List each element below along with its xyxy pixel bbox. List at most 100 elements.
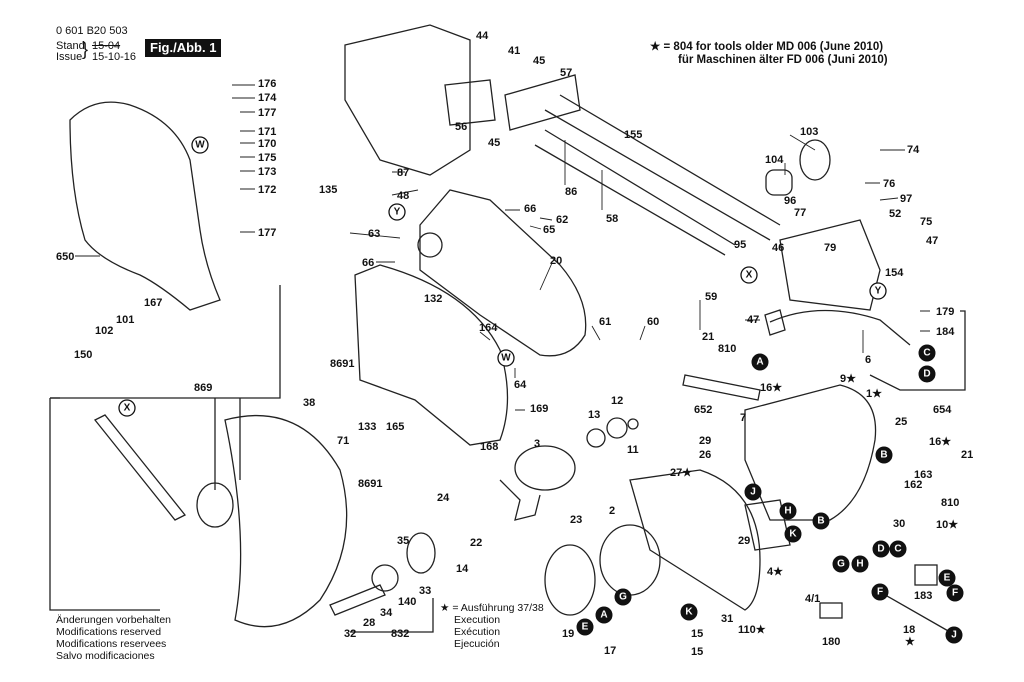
part-label: 22 — [470, 537, 482, 549]
part-label: 97 — [900, 193, 912, 205]
star-icon: ★ — [650, 41, 661, 53]
callout-marker-x: X — [118, 399, 136, 417]
marker-circle — [680, 603, 698, 621]
marker-letter: G — [619, 592, 627, 603]
spring — [799, 139, 831, 181]
part-label: 172 — [258, 184, 276, 196]
marker-letter: F — [877, 587, 883, 598]
marker-circle — [191, 136, 209, 154]
footer-line: Änderungen vorbehalten — [56, 614, 172, 626]
part-label: 52 — [889, 208, 901, 220]
callout-marker-a: A — [595, 606, 613, 624]
callout-marker-f: F — [946, 584, 964, 602]
lever-652 — [682, 374, 761, 401]
part-label: 76 — [883, 178, 895, 190]
part-label: 10★ — [936, 519, 958, 531]
footer-line: Modifications reserved — [56, 626, 162, 638]
note-line-1: = 804 for tools older MD 006 (June 2010) — [663, 41, 884, 53]
marker-letter: D — [923, 369, 930, 380]
marker-circle — [918, 365, 936, 383]
marker-circle — [751, 353, 769, 371]
marker-letter: C — [923, 348, 930, 359]
part-label: 57 — [560, 67, 572, 79]
part-label: 4/1 — [805, 593, 820, 605]
part-label: 64 — [514, 379, 527, 391]
part-label: 7 — [740, 412, 746, 424]
execution-line: ★ = Ausführung 37/38 — [440, 602, 544, 614]
part-label: 44 — [476, 30, 489, 42]
dust-bag — [69, 101, 221, 311]
marker-letter: H — [856, 559, 863, 570]
execution-line: Ejecución — [454, 638, 500, 650]
marker-circle — [851, 555, 869, 573]
part-label: 32 — [344, 628, 356, 640]
marker-letter: Y — [875, 286, 882, 297]
part-label: 66 — [362, 257, 374, 269]
callout-marker-k: K — [784, 525, 802, 543]
lead-18 — [879, 591, 951, 633]
callout-marker-a: A — [751, 353, 769, 371]
marker-circle — [872, 540, 890, 558]
marker-circle — [875, 446, 893, 464]
lower-blade-guard — [224, 414, 348, 628]
part-label: 8691 — [358, 478, 382, 490]
callout-marker-g: G — [614, 588, 632, 606]
marker-letter: W — [501, 353, 511, 364]
marker-circle — [869, 282, 887, 300]
marker-letter: X — [124, 403, 131, 414]
part-label: 28 — [363, 617, 375, 629]
callout-marker-d: D — [918, 365, 936, 383]
marker-circle — [812, 512, 830, 530]
bearing-34 — [371, 564, 399, 592]
part-label: 21 — [702, 331, 714, 343]
part-label: 15 — [691, 646, 703, 658]
rail-bushing — [444, 79, 496, 126]
marker-letter: A — [600, 610, 607, 621]
part-label: 154 — [885, 267, 904, 279]
part-label: 101 — [116, 314, 134, 326]
footer-line: Salvo modificaciones — [56, 650, 155, 662]
motor-housing — [744, 384, 877, 521]
bushing-104 — [765, 169, 793, 196]
part-label: 29 — [699, 435, 711, 447]
callout-marker-g: G — [832, 555, 850, 573]
rail-lower — [534, 129, 736, 256]
part-label: 31 — [721, 613, 733, 625]
callout-marker-j: J — [744, 483, 762, 501]
marker-letter: K — [789, 529, 797, 540]
part-label: 177 — [258, 227, 276, 239]
part-label: 33 — [419, 585, 431, 597]
armature — [514, 445, 576, 491]
marker-letter: C — [894, 544, 901, 555]
callout-marker-j: J — [945, 626, 963, 644]
part-label: 29 — [738, 535, 750, 547]
part-label: 135 — [319, 184, 337, 196]
marker-circle — [779, 502, 797, 520]
marker-letter: H — [784, 506, 791, 517]
marker-letter: K — [685, 607, 693, 618]
part-label: 162 — [904, 479, 922, 491]
marker-circle — [740, 266, 758, 284]
marker-letter: J — [750, 487, 756, 498]
part-label: 46 — [772, 242, 784, 254]
guard-link — [93, 414, 187, 521]
brace: } — [82, 39, 89, 59]
part-label: 4★ — [767, 566, 783, 578]
part-label: 832 — [391, 628, 409, 640]
callout-marker-b: B — [812, 512, 830, 530]
drive-shaft — [329, 584, 386, 616]
part-label: 9★ — [840, 373, 856, 385]
part-label: 47 — [926, 235, 938, 247]
part-label: 56 — [455, 121, 467, 133]
part-label: 163 — [914, 469, 932, 481]
execution-legend: ★ = Ausführung 37/38 Execution Exécution… — [440, 602, 544, 650]
part-label: 65 — [543, 224, 555, 236]
marker-circle — [784, 525, 802, 543]
callout-marker-c: C — [918, 344, 936, 362]
part-label: 102 — [95, 325, 113, 337]
execution-line: Exécution — [454, 626, 501, 638]
bracket-869 — [49, 285, 281, 611]
marker-letter: A — [756, 357, 763, 368]
part-label: 110★ — [738, 624, 766, 636]
part-label: 20 — [550, 255, 562, 267]
